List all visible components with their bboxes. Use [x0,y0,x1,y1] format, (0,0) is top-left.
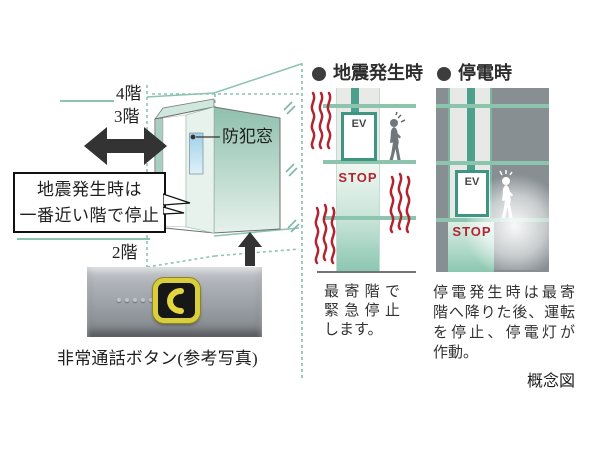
floor-lines [17,100,150,240]
quake-floor-line-2 [323,160,416,164]
bullet-icon-power [437,67,451,81]
quake-cable [351,88,359,114]
quake-caption-line: します。 [324,322,383,338]
power-header: 停電時 [458,63,512,83]
braille-dots [117,298,153,302]
power-caption-line: 停電発生時は最寄 [433,285,575,301]
quake-header: 地震発生時 [333,63,423,83]
emergency-call-button [153,278,200,323]
quake-ev-label: EV [351,118,367,130]
power-caption-line: 階へ降りた後、運転 [433,305,575,321]
floor-label-2f: 2階 [112,243,138,262]
power-caption-line: 作動。 [433,345,479,361]
power-cable [467,88,475,172]
up-arrow-icon [238,232,262,266]
emergency-button-photo [87,267,262,337]
power-caption: 停電発生時は最寄 階へ降りた後、運転 を停止、停電灯が 作動。 [433,283,575,363]
photo-caption: 非常通話ボタン(参考写真) [57,349,258,368]
power-floor-line-2 [436,161,549,165]
power-ev-label: EV [464,176,480,188]
cab-side-face [213,106,281,234]
floor-label-4f: 4階 [116,84,142,103]
bullet-icon-quake [312,67,326,81]
quake-floor-line-3 [323,216,416,220]
power-stop-label: STOP [452,224,492,239]
floor-label-3f: 3階 [114,107,140,126]
quake-caption: 最寄階で 緊急停止 します。 [324,283,400,340]
power-ev-cab: EV [455,170,489,217]
security-window-label: 防犯窓 [222,127,273,146]
earthquake-callout: 地震発生時は 一番近い階で停止 [13,172,166,233]
quake-caption-line: 最寄階で [324,284,400,300]
quake-caption-line: 緊急停止 [324,303,400,319]
phone-handset-icon [166,287,184,314]
concept-diagram-note: 概念図 [527,373,576,390]
quake-ev-cab: EV [341,112,377,161]
power-floor-line-1 [436,104,549,108]
quake-floor-line-1 [323,104,416,108]
callout-line-1: 地震発生時は [37,179,142,199]
callout-tail [163,193,191,215]
security-window [189,132,204,175]
power-caption-line: を停止、停電灯が [433,325,575,341]
security-window-leader [190,134,220,140]
quake-baseline [317,271,416,273]
section-divider [301,63,303,380]
horizontal-double-arrow-icon [84,127,167,165]
quake-stop-label: STOP [338,170,378,185]
callout-line-2: 一番近い階で停止 [19,205,160,225]
shaft-perspective-lines [146,63,302,237]
